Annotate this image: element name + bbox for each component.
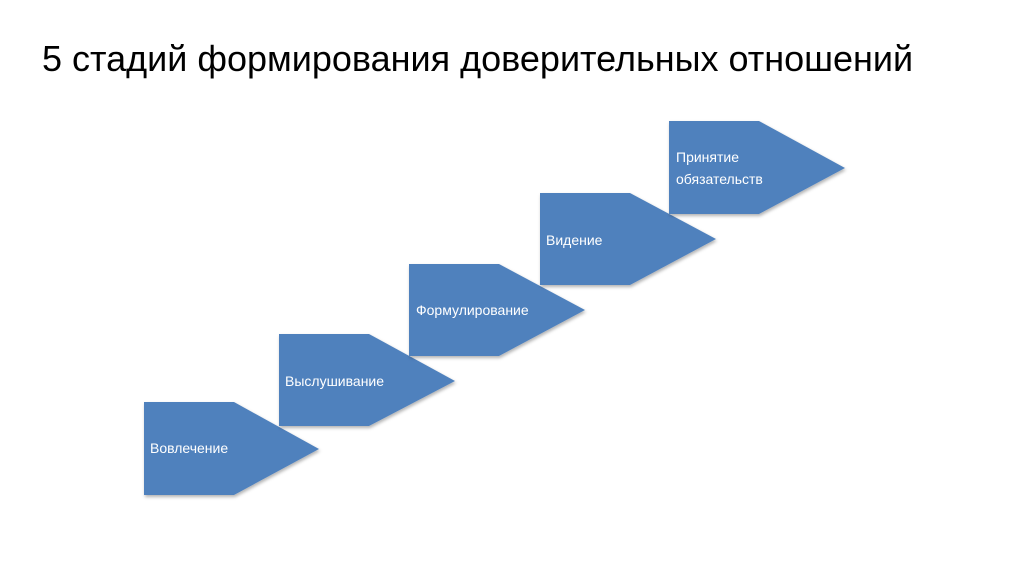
stage-arrow-5: [669, 121, 845, 214]
stage-arrow-2: [279, 334, 455, 426]
slide-title: 5 стадий формирования доверительных отно…: [42, 38, 914, 79]
stage-label-3: Формулирование: [416, 302, 529, 318]
stage-label-5: Принятие обязательств: [676, 149, 763, 187]
stage-arrow-4: [540, 193, 716, 285]
stage-label-4: Видение: [546, 232, 603, 248]
stage-label-1: Вовлечение: [150, 440, 229, 456]
stage-arrow-3: [409, 264, 585, 356]
stage-arrow-1: [144, 402, 319, 495]
stage-label-2: Выслушивание: [285, 373, 385, 389]
